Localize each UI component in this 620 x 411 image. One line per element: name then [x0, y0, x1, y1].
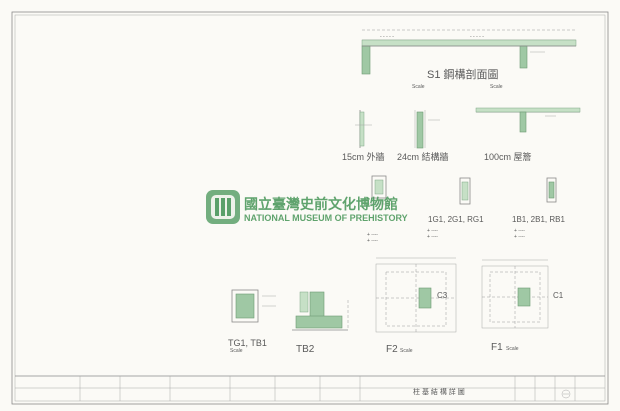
wall-24cm-detail: 24cm 結構牆: [397, 110, 449, 162]
roof-100cm-label: 100cm 屋簷: [484, 151, 532, 162]
title-block: 柱 基 結 構 詳 圖: [15, 375, 605, 401]
tb2-footing: TB2: [292, 291, 349, 355]
beam-1g-section: 1G1, 2G1, RG1 + ---- + ----: [427, 177, 484, 240]
svg-text:+ ----: + ----: [514, 228, 525, 234]
s1-steel-section: - - - - - - - - - - S1 鋼構剖面圖 Scale Scale: [361, 29, 577, 90]
beam-section-small: + ---- + ----: [367, 175, 392, 244]
svg-text:+ ----: + ----: [514, 234, 525, 240]
beam-1b-section: 1B1, 2B1, RB1 + ---- + ----: [512, 177, 565, 240]
f2-footing-plan: C3 F2 Scale: [375, 257, 457, 355]
c1-label: C1: [553, 291, 564, 300]
svg-text:+ ----: + ----: [367, 232, 378, 238]
sheet-border: [11, 11, 609, 405]
f1-label: F1: [491, 342, 503, 353]
tg1-section: TG1, TB1 Scale: [228, 289, 276, 354]
f2-label: F2: [386, 344, 398, 355]
drawing-number-stamp-icon: [561, 389, 571, 399]
drawing-title: 柱 基 結 構 詳 圖: [413, 387, 465, 396]
museum-watermark: 國立臺灣史前文化博物館 NATIONAL MUSEUM OF PREHISTOR…: [206, 190, 408, 224]
watermark-chinese: 國立臺灣史前文化博物館: [244, 196, 398, 212]
svg-text:- - - - -: - - - - -: [380, 34, 394, 40]
svg-text:Scale: Scale: [490, 84, 503, 90]
c3-label: C3: [437, 291, 448, 300]
wall-24cm-label: 24cm 結構牆: [397, 151, 449, 162]
tg1-label: TG1, TB1: [228, 338, 267, 348]
svg-text:Scale: Scale: [230, 348, 243, 354]
svg-text:+ ----: + ----: [367, 238, 378, 244]
beam-1b-label: 1B1, 2B1, RB1: [512, 215, 565, 224]
svg-text:Scale: Scale: [412, 84, 425, 90]
tb2-label: TB2: [296, 344, 315, 355]
f1-footing-plan: C1 F1 Scale: [481, 259, 564, 353]
svg-text:Scale: Scale: [400, 348, 413, 354]
svg-text:+ ----: + ----: [427, 234, 438, 240]
museum-logo-icon: [206, 190, 240, 224]
roof-100cm-detail: 100cm 屋簷: [475, 107, 581, 162]
beam-1g-label: 1G1, 2G1, RG1: [428, 215, 484, 224]
wall-15cm-detail: 15cm 外牆: [342, 110, 385, 162]
svg-text:+ ----: + ----: [427, 228, 438, 234]
sheet-inner-border: [14, 14, 606, 402]
s1-section-label: S1 鋼構剖面圖: [427, 67, 499, 81]
wall-15cm-label: 15cm 外牆: [342, 151, 385, 162]
watermark-english: NATIONAL MUSEUM OF PREHISTORY: [244, 213, 408, 223]
svg-text:Scale: Scale: [506, 346, 519, 352]
svg-text:- - - - -: - - - - -: [470, 34, 484, 40]
